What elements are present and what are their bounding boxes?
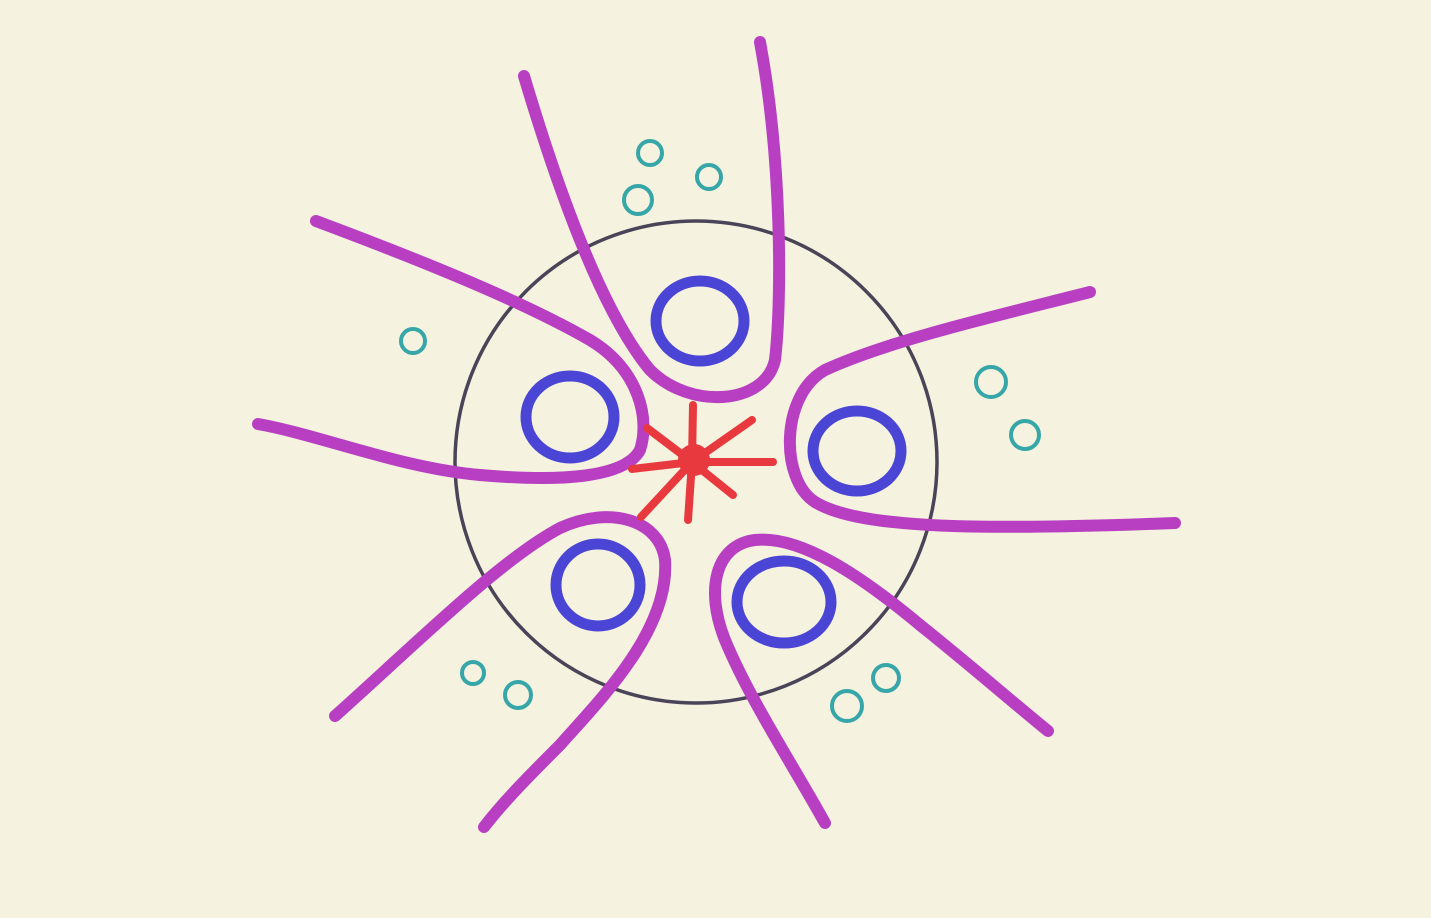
small-bubble <box>695 163 723 191</box>
inner-rings <box>520 275 907 649</box>
small-bubble <box>1009 419 1041 451</box>
small-bubble <box>622 184 654 216</box>
inner-ring-bottom-right <box>731 555 837 649</box>
petal-loops <box>252 36 1181 833</box>
star-center <box>678 444 710 476</box>
petal-loop-right <box>784 286 1181 533</box>
petal-loop-top <box>518 36 786 404</box>
small-bubble <box>636 139 664 167</box>
small-bubble <box>974 365 1008 399</box>
inner-ring-bottom-left <box>550 538 646 632</box>
inner-ring-top <box>650 275 750 367</box>
small-bubble <box>871 663 901 693</box>
small-bubble <box>503 680 533 710</box>
inner-ring-left <box>520 370 620 464</box>
small-bubbles <box>399 139 1041 723</box>
outer-circle <box>453 219 939 705</box>
petal-loop-upper-left <box>252 215 650 485</box>
petal-loop-bottom-left <box>329 511 672 833</box>
small-bubble <box>399 327 427 355</box>
inner-ring-right <box>807 405 907 497</box>
small-bubble <box>460 660 486 686</box>
petal-loop-bottom-right <box>709 533 1054 829</box>
center-star <box>628 401 777 524</box>
small-bubble <box>830 689 864 723</box>
